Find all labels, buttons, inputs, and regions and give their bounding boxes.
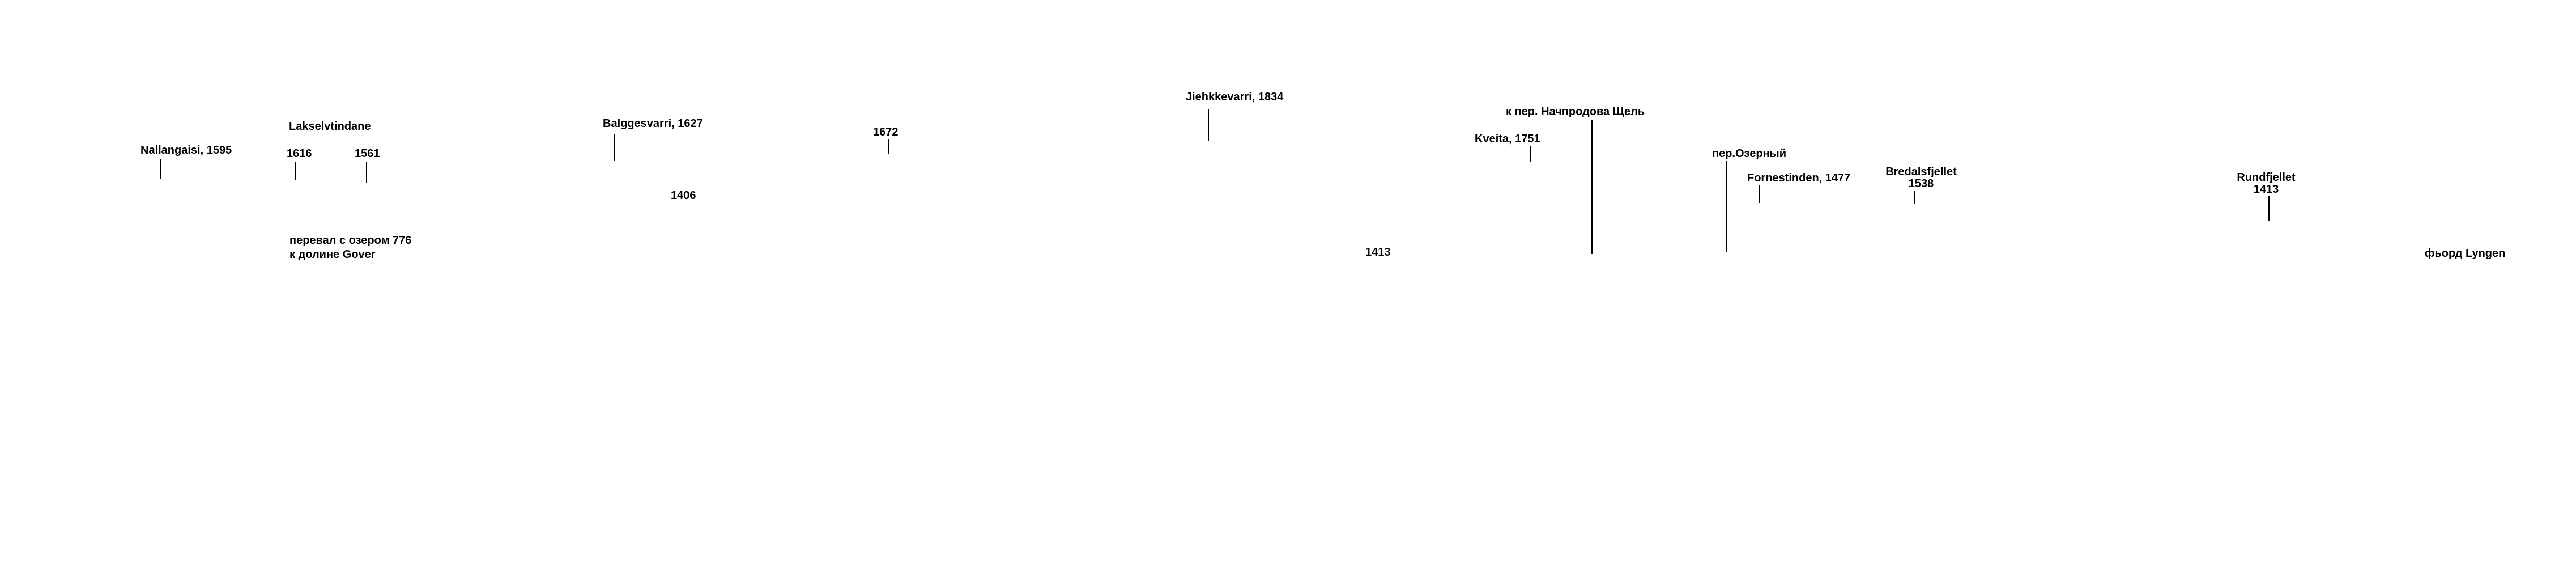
tick-nachprodova-pass bbox=[1591, 120, 1593, 254]
label-peak-1413-low: 1413 bbox=[1365, 246, 1391, 259]
label-rundfjellet: Rundfjellet bbox=[2237, 171, 2296, 184]
tick-jiehkkevarri bbox=[1208, 109, 1209, 141]
label-peak-1672: 1672 bbox=[873, 126, 899, 138]
label-nallangaisi: Nallangaisi, 1595 bbox=[140, 144, 232, 156]
label-lyngen-fjord: фьорд Lyngen bbox=[2425, 247, 2506, 260]
label-peak-1538: 1538 bbox=[1908, 177, 1934, 190]
label-peak-1413-rund: 1413 bbox=[2253, 183, 2279, 196]
tick-ozerny-pass bbox=[1726, 161, 1727, 252]
tick-peak-1616 bbox=[295, 162, 296, 180]
tick-fornestinden bbox=[1759, 185, 1760, 203]
tick-balggesvarri bbox=[614, 134, 615, 161]
tick-bredalsfjellet bbox=[1914, 191, 1915, 204]
label-pass-lake: перевал с озером 776 bbox=[289, 234, 412, 247]
tick-rundfjellet bbox=[2268, 196, 2270, 221]
tick-peak-1561 bbox=[366, 162, 367, 183]
label-valley-gover: к долине Gover bbox=[289, 248, 376, 261]
label-peak-1616: 1616 bbox=[287, 147, 312, 160]
label-jiehkkevarri: Jiehkkevarri, 1834 bbox=[1186, 91, 1284, 103]
label-fornestinden: Fornestinden, 1477 bbox=[1747, 172, 1851, 184]
label-peak-1561: 1561 bbox=[355, 147, 380, 160]
label-lakselvtindane: Lakselvtindane bbox=[289, 120, 371, 133]
label-peak-1406: 1406 bbox=[671, 189, 696, 202]
tick-nallangaisi bbox=[160, 159, 161, 179]
label-ozerny-pass: пер.Озерный bbox=[1712, 147, 1787, 160]
label-balggesvarri: Balggesvarri, 1627 bbox=[603, 117, 703, 130]
tick-peak-1672 bbox=[888, 139, 889, 154]
tick-kveita bbox=[1530, 146, 1531, 162]
label-bredalsfjellet: Bredalsfjellet bbox=[1885, 166, 1957, 178]
label-nachprodova-pass: к пер. Начпродова Щель bbox=[1506, 105, 1645, 118]
label-kveita: Kveita, 1751 bbox=[1475, 133, 1540, 145]
